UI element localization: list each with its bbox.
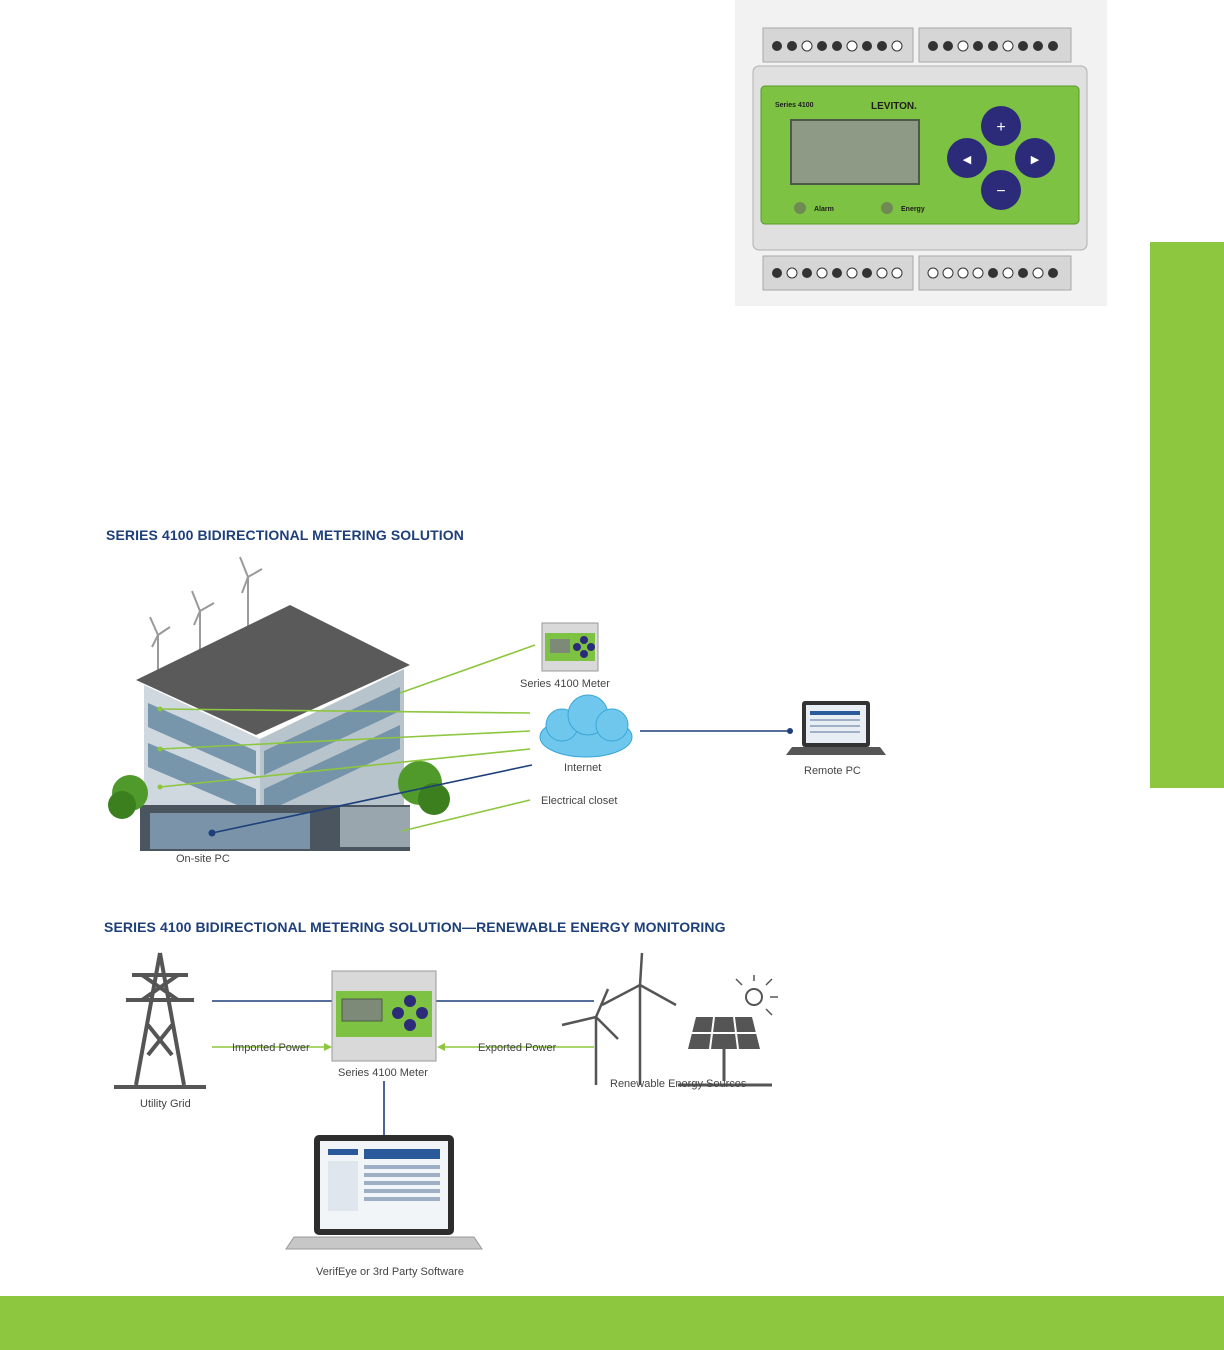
footer-band: [0, 1296, 1224, 1350]
diagram2-renewable-monitoring: [114, 952, 778, 1250]
up-button-icon: [981, 106, 1021, 146]
svg-text:+: +: [996, 119, 1005, 136]
internet-cloud-icon: [539, 694, 633, 758]
svg-text:▶: ▶: [1031, 154, 1040, 166]
software-laptop-icon: [285, 1135, 483, 1250]
wind-turbine-icon: [561, 952, 677, 1085]
diagram2-title: SERIES 4100 BIDIRECTIONAL METERING SOLUT…: [104, 919, 726, 935]
onsite-pc-node: [208, 829, 216, 837]
remote-pc-label: Remote PC: [804, 765, 861, 777]
renewable-sources-label: Renewable Energy Sources: [610, 1078, 747, 1090]
internet-label: Internet: [564, 762, 602, 774]
exported-power-label: Exported Power: [478, 1042, 557, 1054]
building-roof: [136, 605, 410, 735]
alarm-label: Alarm: [814, 206, 834, 213]
diagram1-title: SERIES 4100 BIDIRECTIONAL METERING SOLUT…: [106, 527, 464, 543]
electrical-closet-label: Electrical closet: [541, 795, 618, 807]
left-button-icon: [947, 138, 987, 178]
energy-label: Energy: [901, 206, 925, 213]
meter-photo-brand: LEVITON.: [871, 101, 917, 112]
imported-power-label: Imported Power: [232, 1042, 310, 1054]
down-button-icon: [981, 170, 1021, 210]
utility-grid-label: Utility Grid: [140, 1098, 191, 1110]
meter-label: Series 4100 Meter: [520, 678, 610, 690]
remote-pc-laptop-icon: [786, 701, 886, 755]
svg-text:−: −: [996, 183, 1005, 200]
solar-panel-icon: [678, 975, 778, 1087]
side-accent-tab: [1150, 242, 1224, 788]
software-label: VerifEye or 3rd Party Software: [316, 1266, 464, 1278]
right-button-icon: [1015, 138, 1055, 178]
roof-wind-turbine-icon: [149, 556, 263, 675]
meter-product-photo: Series 4100 LEVITON. Alarm Energy + − ◀ …: [735, 0, 1107, 306]
meter-photo-series-label: Series 4100: [775, 102, 814, 109]
svg-text:◀: ◀: [963, 154, 972, 166]
series-4100-meter-icon: [541, 622, 599, 672]
diagram1-building-network: [108, 556, 886, 851]
series-4100-meter-icon: [331, 970, 437, 1062]
meter-label: Series 4100 Meter: [338, 1067, 428, 1079]
utility-grid-tower-icon: [114, 952, 206, 1089]
diagram-panel: [48, 496, 938, 1286]
onsite-pc-label: On-site PC: [176, 853, 230, 865]
